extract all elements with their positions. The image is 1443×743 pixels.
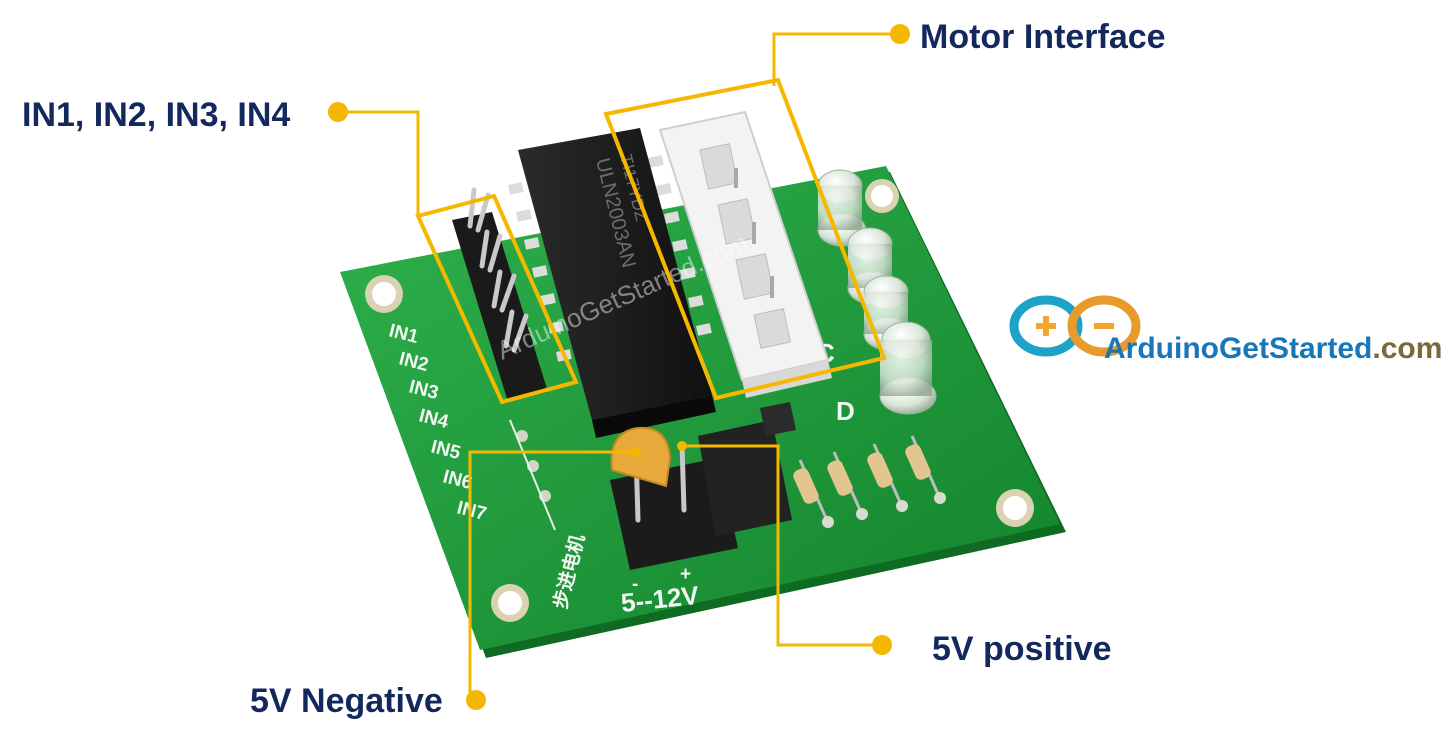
inputs-outline: [415, 193, 579, 405]
negative-dot: [466, 690, 486, 710]
callout-outlines: [415, 77, 887, 405]
positive-pin-dot: [677, 441, 687, 451]
positive-line: [682, 444, 882, 647]
motor-interface-line: [772, 32, 900, 86]
uln2003-chip: ULN2003AN TI17YDZ: [508, 128, 716, 438]
inputs-label: IN1, IN2, IN3, IN4: [22, 96, 290, 134]
silk-outline: [509, 419, 556, 531]
positive-label: 5V positive: [932, 630, 1112, 668]
connector-pins: [734, 168, 774, 298]
mounting-hole-center: [498, 591, 522, 615]
infinity-icon: [1009, 295, 1141, 357]
chip-side: [592, 395, 716, 438]
jumper-cap: [760, 402, 796, 436]
resistor: [827, 451, 868, 520]
led-label-d: D: [836, 396, 855, 426]
logo-text: ArduinoGetStarted.com: [1104, 332, 1442, 365]
resistor: [905, 435, 946, 504]
header-base: [452, 212, 548, 402]
resistors: [793, 435, 946, 528]
positive-dot: [872, 635, 892, 655]
resistor: [867, 443, 908, 512]
header-pins: [467, 187, 529, 353]
inputs-dot: [328, 102, 348, 122]
connector-slots: [699, 143, 792, 349]
callout-dots: [328, 24, 910, 710]
power-plus-label: +: [680, 564, 691, 585]
unused-pin-pads: [509, 419, 556, 531]
power-header: [610, 402, 796, 570]
power-header-base: [610, 458, 738, 570]
motor-interface-dot: [890, 24, 910, 44]
input-pin-header: [452, 187, 548, 402]
mounting-holes: [365, 179, 1034, 622]
callout-lines: [338, 32, 900, 700]
logo-text-main: ArduinoGetStarted: [1104, 332, 1372, 365]
led: [879, 321, 937, 415]
logo-text-domain: .com: [1372, 332, 1442, 365]
status-leds: [817, 169, 937, 415]
capacitor: [610, 426, 672, 488]
mounting-hole-center: [372, 282, 396, 306]
motor-connector: [658, 110, 832, 398]
jumper: [698, 420, 792, 536]
negative-label: 5V Negative: [250, 682, 443, 720]
arduino-logo: ArduinoGetStarted.com: [1009, 295, 1442, 365]
mounting-hole-center: [1003, 496, 1027, 520]
resistor: [793, 459, 834, 528]
motor-interface-label: Motor Interface: [920, 18, 1166, 56]
negative-line: [468, 450, 636, 700]
negative-pin-dot: [631, 447, 641, 457]
mounting-hole-center: [871, 185, 893, 207]
motor-interface-outline: [603, 77, 887, 401]
chip-body: [518, 128, 712, 420]
chip-legs: [508, 155, 712, 362]
inputs-line: [338, 110, 420, 216]
power-minus-label: -: [632, 574, 638, 595]
pin-pad: [516, 430, 528, 442]
